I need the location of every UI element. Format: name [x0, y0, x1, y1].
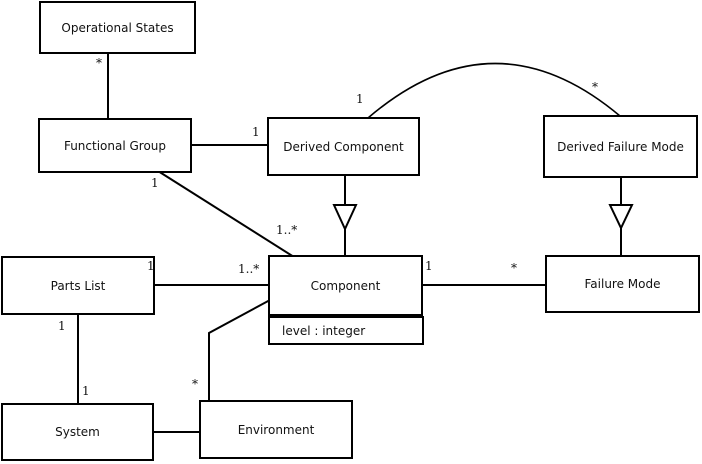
multiplicity-failure-mode-end: *: [511, 261, 517, 275]
class-name: Derived Failure Mode: [557, 139, 684, 154]
multiplicity-component-end-fm: 1: [425, 259, 433, 273]
class-name: Functional Group: [63, 138, 167, 153]
class-name: Parts List: [50, 278, 106, 293]
class-name: Component: [310, 278, 381, 293]
class-name: System: [55, 425, 100, 439]
class-name: Environment: [237, 422, 315, 437]
class-box-derived-failure-mode[interactable]: Derived Failure Mode: [543, 115, 698, 178]
class-box-system[interactable]: System: [1, 403, 154, 461]
association-functional-group-component: [157, 170, 295, 258]
multiplicity-derived-component-end-fg: 1: [252, 125, 260, 139]
multiplicity-environment-end: *: [192, 377, 198, 391]
class-box-derived-component[interactable]: Derived Component: [267, 117, 420, 176]
multiplicity-component-end-pl: 1..*: [238, 262, 260, 276]
generalization-arrowhead-derived-failure-mode: [608, 204, 634, 231]
class-box-failure-mode[interactable]: Failure Mode: [545, 255, 700, 313]
multiplicity-system-end: 1: [82, 384, 90, 398]
class-box-operational-states[interactable]: Operational States: [39, 1, 196, 54]
multiplicity-component-end-fg: 1..*: [276, 223, 298, 237]
multiplicity-parts-list-end-component: 1: [147, 259, 155, 273]
multiplicity-derived-failure-mode-end-arc: *: [592, 80, 598, 94]
class-attribute: level : integer: [282, 323, 366, 338]
class-box-functional-group[interactable]: Functional Group: [38, 118, 192, 173]
multiplicity-operational-states-end: *: [96, 56, 102, 70]
class-name: Operational States: [61, 20, 174, 35]
class-name: Failure Mode: [584, 277, 661, 291]
class-box-environment[interactable]: Environment: [199, 400, 353, 459]
class-name: Derived Component: [283, 139, 404, 154]
association-component-environment: [208, 299, 271, 401]
class-box-component-attributes[interactable]: level : integer: [268, 316, 424, 345]
class-box-component[interactable]: Component: [268, 255, 423, 316]
generalization-arrowhead-derived-component: [332, 204, 358, 232]
multiplicity-derived-component-end-arc: 1: [356, 92, 364, 106]
class-box-parts-list[interactable]: Parts List: [1, 256, 155, 315]
multiplicity-functional-group-end: 1: [151, 176, 159, 190]
multiplicity-parts-list-end-system: 1: [58, 319, 66, 333]
association-derived-component-derived-failure-mode: [367, 62, 621, 119]
